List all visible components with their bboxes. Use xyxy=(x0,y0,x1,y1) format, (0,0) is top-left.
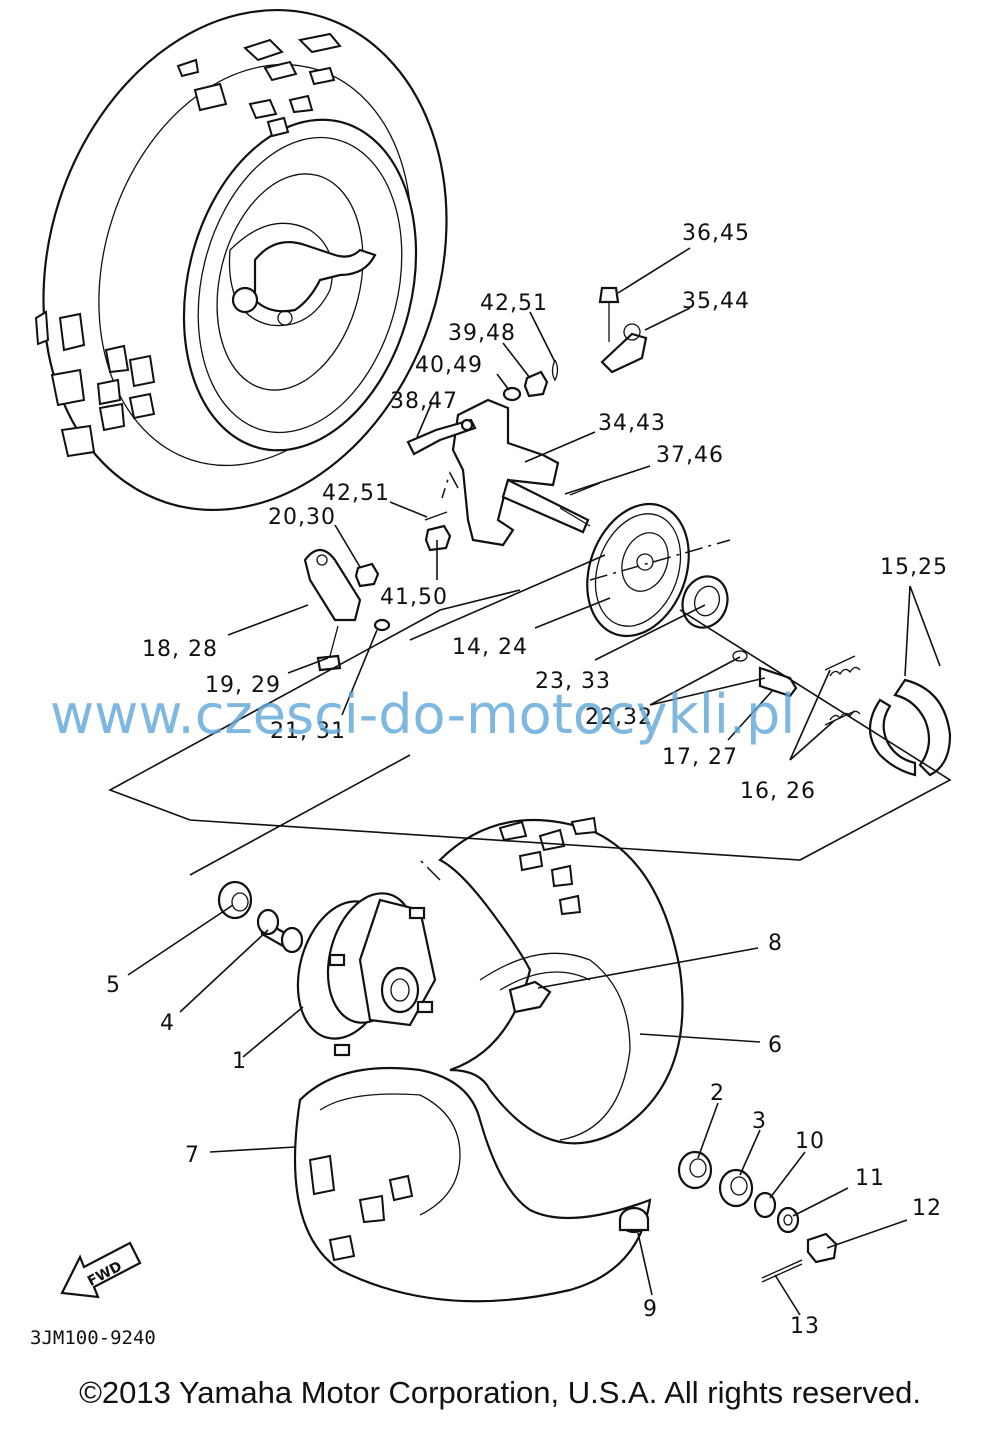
label-12: 12 xyxy=(912,1196,942,1221)
label-18-28: 18, 28 xyxy=(142,637,218,662)
diagram-code: 3JM100-9240 xyxy=(30,1327,156,1349)
label-14-24: 14, 24 xyxy=(452,635,528,660)
label-16-26: 16, 26 xyxy=(740,779,816,804)
leader-lines xyxy=(127,247,941,1316)
part-number-labels: 36,45 35,44 42,51 39,48 40,49 38,47 34,4… xyxy=(106,221,948,1339)
label-40-49: 40,49 xyxy=(415,353,483,378)
copyright-notice: ©2013 Yamaha Motor Corporation, U.S.A. A… xyxy=(79,1375,921,1410)
label-20-30: 20,30 xyxy=(268,505,336,530)
label-9: 9 xyxy=(643,1297,658,1322)
label-4: 4 xyxy=(160,1011,175,1036)
label-7: 7 xyxy=(185,1143,200,1168)
fwd-arrow: FWD xyxy=(60,1241,142,1299)
label-42-51-mid: 42,51 xyxy=(322,481,390,506)
label-3: 3 xyxy=(752,1109,767,1134)
label-36-45: 36,45 xyxy=(682,221,750,246)
label-1: 1 xyxy=(232,1049,247,1074)
label-37-46: 37,46 xyxy=(656,443,724,468)
exploded-wheel-illustration xyxy=(217,816,838,1303)
label-34-43: 34,43 xyxy=(598,411,666,436)
watermark: www.czesci-do-motocykli.pl xyxy=(50,683,795,746)
label-35-44: 35,44 xyxy=(682,289,750,314)
guide-lines xyxy=(108,539,952,881)
label-10: 10 xyxy=(795,1129,825,1154)
label-22-32: 22,32 xyxy=(585,705,653,730)
brake-components-illustration xyxy=(586,502,952,777)
label-8: 8 xyxy=(768,931,783,956)
label-6: 6 xyxy=(768,1033,783,1058)
label-13: 13 xyxy=(790,1314,820,1339)
label-2: 2 xyxy=(710,1081,725,1106)
knuckle-assembly-illustration xyxy=(303,286,648,672)
label-5: 5 xyxy=(106,973,121,998)
label-11: 11 xyxy=(855,1166,885,1191)
label-21-31: 21, 31 xyxy=(270,719,346,744)
assembled-wheel-illustration xyxy=(34,9,448,511)
label-19-29: 19, 29 xyxy=(205,673,281,698)
label-15-25: 15,25 xyxy=(880,555,948,580)
label-41-50: 41,50 xyxy=(380,585,448,610)
label-39-48: 39,48 xyxy=(448,321,516,346)
label-17-27: 17, 27 xyxy=(662,745,738,770)
label-23-33: 23, 33 xyxy=(535,669,611,694)
label-42-51-top: 42,51 xyxy=(480,291,548,316)
label-38-47: 38,47 xyxy=(390,389,458,414)
